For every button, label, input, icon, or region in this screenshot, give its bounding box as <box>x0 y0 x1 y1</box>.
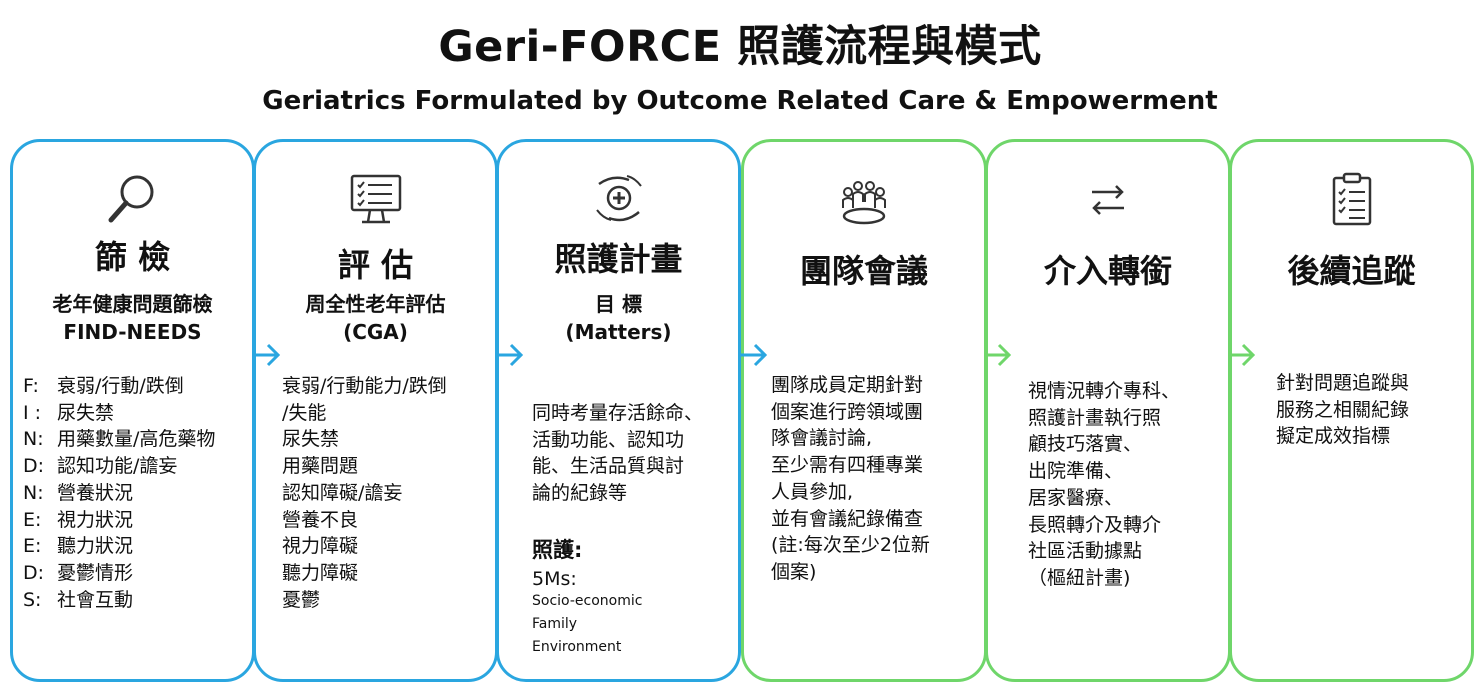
text-line: (註:每次至少2位新 <box>771 534 930 557</box>
list-item: 聽力障礙 <box>282 561 359 584</box>
list-item: 營養不良 <box>282 508 359 531</box>
list-item: F:衰弱/行動/跌倒 <box>23 375 184 397</box>
transfer-arrows-icon <box>1078 170 1138 230</box>
card-assessment: 評 估 周全性老年評估 (CGA) 衰弱/行動能力/跌倒 /失能 尿失禁 用藥問… <box>253 139 498 682</box>
stage-title: 後續追蹤 <box>1287 252 1416 290</box>
stage-title: 照護計畫 <box>554 240 683 278</box>
stage-title: 團隊會議 <box>799 252 928 290</box>
stage-title: 評 估 <box>337 246 414 284</box>
assessment-list: 衰弱/行動能力/跌倒 /失能 尿失禁 用藥問題 認知障礙/譫妄 營養不良 視力障… <box>282 373 447 613</box>
text-line: 擬定成效指標 <box>1276 425 1391 448</box>
find-needs-list: F:衰弱/行動/跌倒 I :尿失禁 N:用藥數量/高危藥物 D:認知功能/譫妄 … <box>23 373 215 613</box>
stage-subtitle: 目 標 <box>595 292 642 316</box>
flow-arrow-icon <box>1227 340 1257 370</box>
list-item: /失能 <box>282 401 327 424</box>
list-item: D:憂鬱情形 <box>23 561 134 584</box>
list-item: Environment <box>532 639 622 655</box>
stage-acronym: FIND-NEEDS <box>63 320 202 344</box>
list-item: 尿失禁 <box>282 428 340 451</box>
flow-arrow-icon <box>495 340 525 370</box>
text-line: 同時考量存活餘命、 <box>532 402 704 424</box>
stage-title: 介入轉銜 <box>1043 252 1172 290</box>
stage-acronym: (CGA) <box>343 320 408 344</box>
list-item: E:聽力狀況 <box>23 535 134 558</box>
care-5ms: 5Ms: <box>532 568 577 590</box>
text-line: 並有會議紀錄備查 <box>771 507 924 530</box>
text-line: 視情況轉介專科、 <box>1028 380 1181 402</box>
text-line: 長照轉介及轉介 <box>1028 513 1162 536</box>
text-line: 個案) <box>771 560 817 583</box>
text-line: 團隊成員定期針對 <box>771 374 924 396</box>
list-item: Socio-economic <box>532 593 643 609</box>
text-line: 論的紀錄等 <box>532 482 628 505</box>
text-line: 針對問題追蹤與 <box>1276 372 1410 394</box>
list-item: 用藥問題 <box>282 455 359 478</box>
magnifier-icon <box>103 170 163 230</box>
text-line: 人員參加, <box>771 480 854 503</box>
list-item: 憂鬱 <box>282 588 321 611</box>
list-item: I :尿失禁 <box>23 401 115 424</box>
text-line: 活動功能、認知功 <box>532 428 685 451</box>
text-line: 顧技巧落實、 <box>1028 433 1143 456</box>
list-item: 衰弱/行動能力/跌倒 <box>282 375 447 397</box>
care-label: 照護: <box>532 538 583 562</box>
clipboard-checklist-icon <box>1322 170 1382 230</box>
text-line: 能、生活品質與討 <box>532 455 685 478</box>
card-follow-up: 後續追蹤 針對問題追蹤與 服務之相關紀錄 擬定成效指標 <box>1229 139 1474 682</box>
team-meeting-text: 團隊成員定期針對 個案進行跨領域團 隊會議討論, 至少需有四種專業 人員參加, … <box>771 372 930 586</box>
list-item: 視力障礙 <box>282 535 359 558</box>
card-screening: 篩 檢 老年健康問題篩檢 FIND-NEEDS F:衰弱/行動/跌倒 I :尿失… <box>10 139 255 682</box>
flow-arrow-icon <box>983 340 1013 370</box>
care-hands-icon <box>589 170 649 230</box>
flow-arrow-icon <box>739 340 769 370</box>
text-line: 照護計畫執行照 <box>1028 406 1162 429</box>
care-5ms-list: Socio-economic Family Environment <box>532 590 642 659</box>
text-line: 個案進行跨領域團 <box>771 400 924 423</box>
intervention-text: 視情況轉介專科、 照護計畫執行照 顧技巧落實、 出院準備、 居家醫療、 長照轉介… <box>1028 378 1180 592</box>
stage-title: 篩 檢 <box>94 238 171 276</box>
list-item: N:營養狀況 <box>23 481 134 504</box>
diagram-title: Geri-FORCE 照護流程與模式 <box>438 22 1042 72</box>
list-item: 認知障礙/譫妄 <box>282 481 403 504</box>
card-care-plan: 照護計畫 目 標 (Matters) 同時考量存活餘命、 活動功能、認知功 能、… <box>496 139 741 682</box>
text-line: 居家醫療、 <box>1028 486 1124 509</box>
stage-acronym: (Matters) <box>565 320 672 344</box>
text-line: 至少需有四種專業 <box>771 454 924 477</box>
text-line: 服務之相關紀錄 <box>1276 398 1410 421</box>
text-line: 出院準備、 <box>1028 460 1124 483</box>
text-line: （樞紐計畫) <box>1028 566 1131 589</box>
list-item: N:用藥數量/高危藥物 <box>23 428 216 451</box>
text-line: 社區活動據點 <box>1028 540 1143 563</box>
list-item: S:社會互動 <box>23 588 134 611</box>
list-item: Family <box>532 616 578 632</box>
flow-arrow-icon <box>252 340 282 370</box>
follow-up-text: 針對問題追蹤與 服務之相關紀錄 擬定成效指標 <box>1276 370 1409 450</box>
list-item: E:視力狀況 <box>23 508 134 531</box>
text-line: 隊會議討論, <box>771 427 873 450</box>
monitor-checklist-icon <box>346 170 406 230</box>
card-intervention: 介入轉銜 視情況轉介專科、 照護計畫執行照 顧技巧落實、 出院準備、 居家醫療、… <box>985 139 1231 682</box>
diagram-subtitle: Geriatrics Formulated by Outcome Related… <box>262 86 1218 116</box>
care-plan-text: 同時考量存活餘命、 活動功能、認知功 能、生活品質與討 論的紀錄等 <box>532 400 703 507</box>
stage-subtitle: 周全性老年評估 <box>305 292 446 316</box>
stage-subtitle: 老年健康問題篩檢 <box>52 292 213 316</box>
list-item: D:認知功能/譫妄 <box>23 455 178 478</box>
team-meeting-icon <box>834 170 894 230</box>
card-team-meeting: 團隊會議 團隊成員定期針對 個案進行跨領域團 隊會議討論, 至少需有四種專業 人… <box>741 139 987 682</box>
